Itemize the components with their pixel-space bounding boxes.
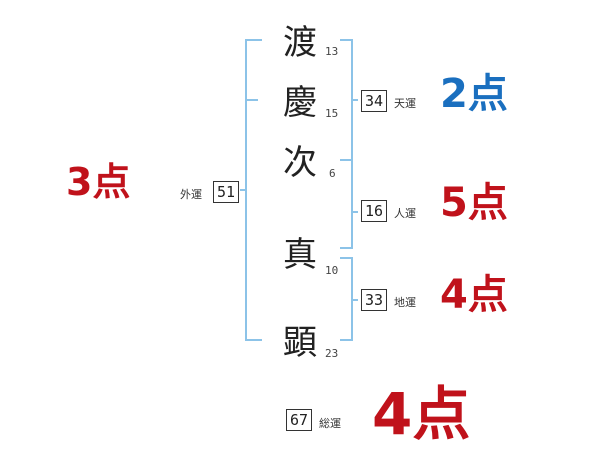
- souun-value-box: 67: [286, 409, 312, 431]
- kanji-3: 次: [283, 143, 317, 183]
- stroke-count-5: 23: [325, 347, 339, 360]
- outer-left-bracket: [245, 39, 262, 341]
- gaiun-score: 3点: [66, 160, 131, 204]
- tenun-label: 天運: [394, 97, 416, 110]
- chiun-value-box: 33: [361, 289, 387, 311]
- stroke-count-4: 10: [325, 264, 339, 277]
- gaiun-label: 外運: [180, 188, 202, 201]
- kanji-2: 慶: [283, 83, 317, 123]
- stroke-count-2: 15: [325, 107, 339, 120]
- jinun-bracket: [340, 159, 353, 249]
- jinun-score: 5点: [440, 180, 508, 226]
- kanji-5: 顕: [283, 323, 317, 363]
- kanji-4: 真: [283, 235, 317, 275]
- tenun-score: 2点: [440, 71, 508, 117]
- stroke-count-3: 6: [329, 167, 336, 180]
- tenun-bracket: [340, 39, 353, 161]
- chiun-bracket: [340, 257, 353, 341]
- jinun-value-box: 16: [361, 200, 387, 222]
- gaiun-value-box: 51: [213, 181, 239, 203]
- chiun-score: 4点: [440, 272, 508, 318]
- tenun-value-box: 34: [361, 90, 387, 112]
- stroke-count-1: 13: [325, 45, 339, 58]
- souun-label: 総運: [319, 417, 341, 430]
- kanji-1: 渡: [283, 23, 317, 63]
- jinun-label: 人運: [394, 207, 416, 220]
- souun-score: 4点: [372, 380, 471, 448]
- chiun-label: 地運: [394, 296, 416, 309]
